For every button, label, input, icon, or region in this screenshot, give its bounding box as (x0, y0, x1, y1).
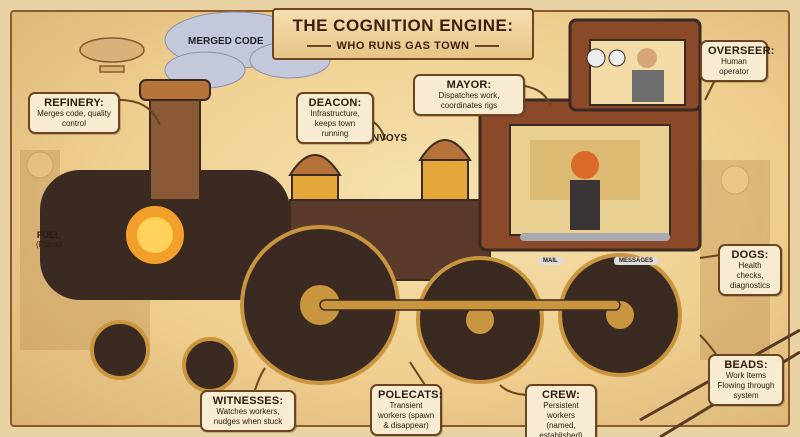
callout-desc: Infrastructure, keeps town running (310, 109, 360, 138)
mail-pipe-label: MAIL (538, 257, 563, 265)
callout-title: REFINERY: (44, 97, 104, 109)
callout-desc: Dispatches work, coordinates rigs (438, 91, 500, 110)
callout-overseer: OVERSEER: Human operator (700, 40, 775, 82)
messages-pipe-label: MESSAGES (614, 257, 659, 265)
title-banner: THE COGNITION ENGINE: WHO RUNS GAS TOWN (272, 8, 534, 60)
callout-dogs: DOGS: Health checks, diagnostics (718, 244, 782, 296)
connecting-rod (319, 299, 621, 311)
page-title: THE COGNITION ENGINE: (292, 16, 514, 35)
fuel-title: FUEL (36, 230, 61, 240)
fuel-subtitle: (Plans) (36, 240, 62, 249)
callout-refinery: REFINERY: Merges code, quality control (28, 92, 120, 134)
boiler (40, 79, 290, 300)
fuel-label: FUEL (Plans) (36, 230, 61, 249)
callout-title: BEADS: (724, 359, 768, 371)
brass-domes (288, 139, 472, 206)
callout-witnesses: WITNESSES: Watches workers, nudges when … (200, 390, 296, 432)
page-subtitle: WHO RUNS GAS TOWN (274, 40, 532, 52)
wheels (90, 225, 682, 393)
mayor-cab (478, 98, 702, 252)
callout-mayor: MAYOR: Dispatches work, coordinates rigs (413, 74, 525, 116)
merged-code-label: MERGED CODE (188, 36, 264, 47)
callout-polecats: POLECATS: Transient workers (spawn & dis… (370, 384, 442, 436)
overseer-cab (568, 18, 702, 112)
convoys-label: CONVOYS (357, 133, 408, 144)
callout-desc: Watches workers, nudges when stuck (213, 407, 283, 426)
airship-icon (79, 37, 145, 73)
callout-beads: BEADS: Work Items Flowing through system (708, 354, 784, 406)
callout-crew: CREW: Persistent workers (named, establi… (525, 384, 597, 437)
callout-desc: Health checks, diagnostics (729, 261, 771, 290)
callout-title: WITNESSES: (212, 395, 284, 407)
callout-desc: Merges code, quality control (37, 109, 111, 128)
callout-desc: Transient workers (spawn & disappear) (378, 401, 435, 430)
callout-desc: Work Items Flowing through system (717, 371, 775, 400)
callout-title: CREW: (541, 389, 581, 401)
callout-title: DOGS: (731, 249, 769, 261)
callout-title: OVERSEER: (708, 45, 775, 57)
callout-title: MAYOR: (446, 79, 492, 91)
callout-title: DEACON: (308, 97, 362, 109)
callout-title: POLECATS: (378, 389, 443, 401)
callout-desc: Human operator (719, 57, 749, 76)
callout-desc: Persistent workers (named, established) (539, 401, 583, 437)
callout-deacon: DEACON: Infrastructure, keeps town runni… (296, 92, 374, 144)
